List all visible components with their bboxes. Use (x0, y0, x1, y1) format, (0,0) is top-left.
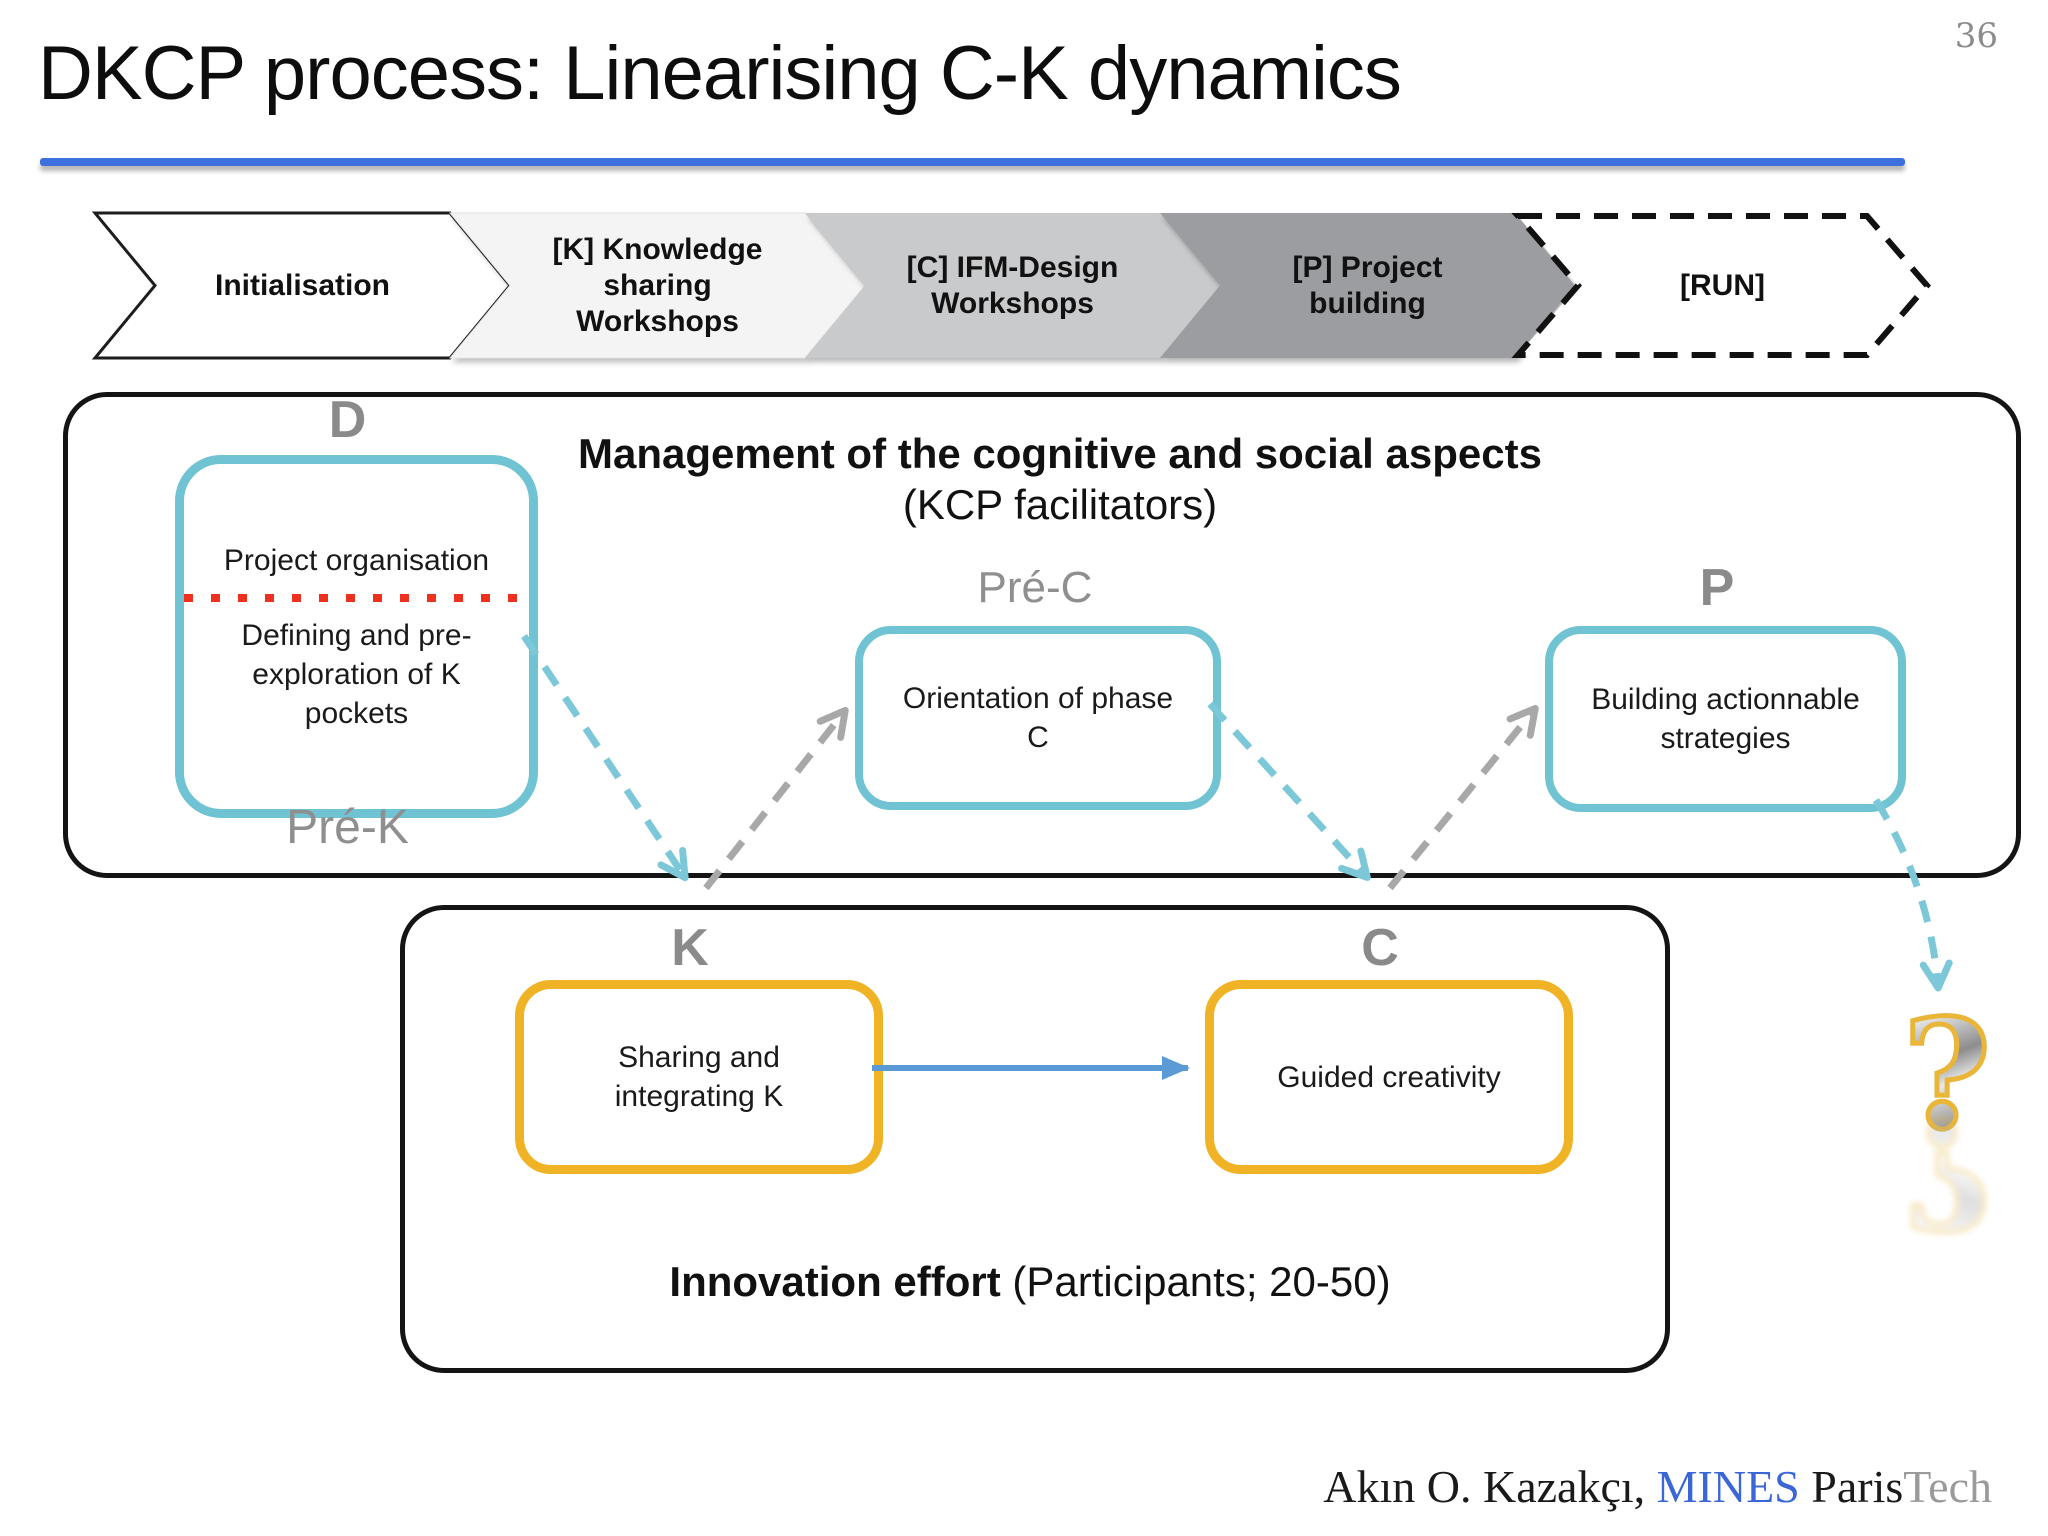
k-box: Sharing and integrating K (515, 980, 883, 1174)
footer-credit: Akın O. Kazakçı, MINES ParisTech (1323, 1460, 1992, 1513)
innovation-caption-bold: Innovation effort (669, 1258, 1001, 1305)
management-heading-regular: (KCP facilitators) (902, 481, 1218, 529)
phase-label-k: K (671, 919, 709, 977)
innovation-band (400, 905, 1670, 1373)
p-box: Building actionnable strategies (1545, 626, 1906, 812)
question-mark-group: ? ? (1872, 987, 2022, 1264)
phase-label-pre-k: Pré-K (286, 801, 409, 854)
c-box-text: Guided creativity (1277, 1060, 1501, 1094)
chevron-shape-icon (1160, 213, 1575, 358)
process-step-label: [RUN] (1680, 268, 1765, 302)
question-mark-reflection-icon: ? (1901, 1083, 1994, 1264)
page-number: 36 (1954, 16, 1998, 56)
management-heading-bold: Management of the cognitive and social a… (578, 430, 1542, 477)
process-step-label: [C] IFM-Design Workshops (906, 250, 1119, 320)
phase-label-p: P (1699, 559, 1735, 617)
phase-label-d: D (328, 391, 367, 449)
footer-org-paris: Paris (1799, 1461, 1904, 1512)
process-step-run: [RUN] (1511, 213, 1931, 358)
chevron-shape-dashed-icon (1511, 213, 1931, 358)
p-box-text: Building actionnable strategies (1591, 683, 1860, 755)
process-step-ifm-design-workshops: [C] IFM-Design Workshops (805, 213, 1220, 358)
process-step-project-building: [P] Project building (1160, 213, 1575, 358)
footer-org-mines: MINES (1656, 1461, 1800, 1512)
chevron-shape-icon (805, 213, 1220, 358)
process-step-label: Initialisation (214, 268, 391, 302)
process-step-label: [K] Knowledge sharing Workshops (552, 232, 763, 338)
k-box-text: Sharing and integrating K (614, 1041, 784, 1113)
question-mark-icon: ? (1901, 987, 1994, 1163)
process-step-label: [P] Project building (1292, 250, 1443, 320)
process-step-initialisation: Initialisation (91, 211, 512, 360)
footer-author: Akın O. Kazakçı, (1323, 1461, 1657, 1512)
page-title: DKCP process: Linearising C-K dynamics (38, 31, 1402, 116)
pre-c-box-text: Orientation of phase C (902, 682, 1174, 754)
footer-org-tech: Tech (1903, 1461, 1992, 1512)
phase-label-c: C (1361, 919, 1399, 977)
c-box: Guided creativity (1205, 980, 1573, 1174)
d-box-top-text: Project organisation (223, 543, 490, 577)
innovation-caption: Innovation effort (Participants; 20-50) (400, 1258, 1660, 1306)
d-box-bottom-text: Defining and pre-exploration of K pocket… (241, 618, 472, 730)
management-band (63, 392, 2021, 878)
phase-label-pre-c: Pré-C (977, 563, 1093, 612)
process-step-knowledge-workshops: [K] Knowledge sharing Workshops (448, 212, 866, 359)
management-heading: Management of the cognitive and social a… (555, 428, 1565, 530)
pre-c-box: Orientation of phase C (855, 626, 1221, 810)
d-box: Project organisation Defining and pre-ex… (175, 455, 538, 818)
red-dotted-divider (184, 593, 529, 602)
innovation-caption-regular: (Participants; 20-50) (1000, 1258, 1391, 1305)
title-underline (40, 158, 1905, 166)
